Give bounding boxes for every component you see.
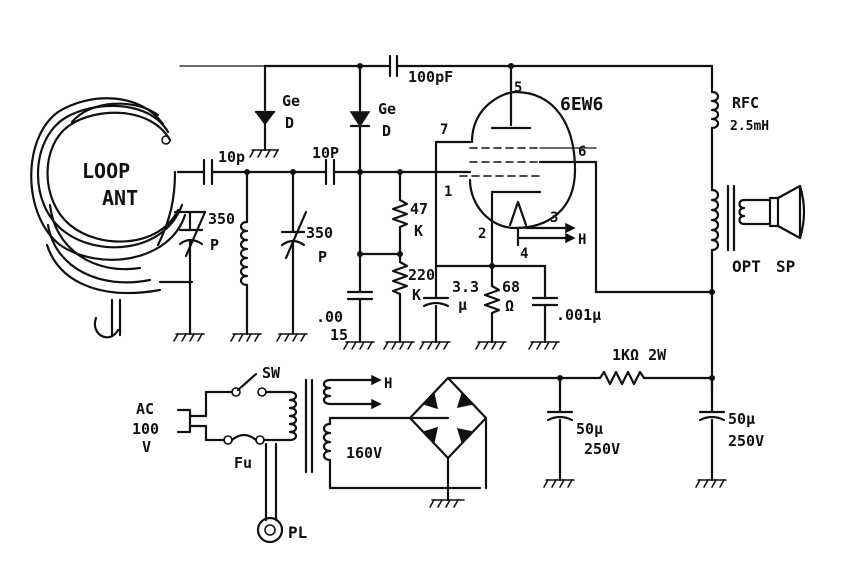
germanium-diode-1 bbox=[249, 64, 279, 158]
variable-capacitor-350p-1 bbox=[158, 210, 207, 342]
ac-label-c: V bbox=[142, 438, 151, 456]
rfc-label-a: RFC bbox=[732, 94, 759, 112]
rfc-label-b: 2.5mH bbox=[730, 119, 769, 134]
heater-h1-label: H bbox=[578, 232, 586, 248]
r-220k-label-b: K bbox=[412, 286, 421, 304]
pin7-label: 7 bbox=[440, 122, 448, 138]
pin2-label: 2 bbox=[478, 226, 486, 242]
capacitor-10p-2 bbox=[324, 158, 336, 186]
c-50u-1-label-b: 250V bbox=[584, 440, 620, 458]
output-transformer bbox=[710, 184, 772, 252]
resistor-47k bbox=[391, 170, 409, 264]
pin1-label: 1 bbox=[444, 184, 452, 200]
c-33u-label-a: 3.3 bbox=[452, 278, 479, 296]
capacitor-50u-1 bbox=[543, 376, 575, 488]
r-68-label-b: Ω bbox=[505, 297, 514, 315]
ac-label-b: 100 bbox=[132, 420, 159, 438]
rfc-choke bbox=[710, 90, 720, 130]
loop-ant-label-1: LOOP bbox=[82, 159, 130, 183]
capacitor-3-3u bbox=[419, 296, 451, 350]
speaker bbox=[768, 184, 806, 240]
bridge-rectifier bbox=[408, 376, 562, 508]
variable-capacitor-350p-2 bbox=[276, 170, 308, 342]
r-47k-label-a: 47 bbox=[410, 200, 428, 218]
c-100pf-label: 100pF bbox=[408, 68, 453, 86]
capacitor-001u bbox=[528, 296, 560, 350]
pilot-lamp bbox=[256, 516, 284, 544]
tube-label: 6EW6 bbox=[560, 94, 603, 115]
heater-h2-label: H bbox=[384, 376, 392, 392]
resistor-220k bbox=[383, 260, 415, 350]
power-transformer bbox=[264, 374, 482, 522]
sw-label: SW bbox=[262, 364, 281, 382]
c-350p-2-label-b: P bbox=[318, 248, 327, 266]
c-10p-label-b: 10P bbox=[312, 144, 339, 162]
c-10p-label-a: 10p bbox=[218, 148, 245, 166]
tuning-coil bbox=[230, 170, 262, 342]
ge-d2-label-a: Ge bbox=[378, 100, 396, 118]
c-350p-1-label-b: P bbox=[210, 236, 219, 254]
r-68-label-a: 68 bbox=[502, 278, 520, 296]
resistor-1k-2w bbox=[598, 370, 714, 386]
opt-label: OPT bbox=[732, 257, 761, 276]
vacuum-tube-6ew6 bbox=[434, 64, 598, 300]
r-220k-label-a: 220 bbox=[408, 266, 435, 284]
ge-d1-label-b: D bbox=[285, 114, 294, 132]
c-00015-label-a: .00 bbox=[316, 308, 343, 326]
v160-label: 160V bbox=[346, 444, 382, 462]
c-50u-2-label-b: 250V bbox=[728, 432, 764, 450]
ge-d2-label-b: D bbox=[382, 122, 391, 140]
pin4-label: 4 bbox=[520, 246, 528, 262]
capacitor-50u-2 bbox=[695, 376, 727, 488]
fu-label: Fu bbox=[234, 454, 252, 472]
c-50u-2-label-a: 50μ bbox=[728, 410, 755, 428]
pl-label: PL bbox=[288, 523, 307, 542]
resistor-68-ohm bbox=[475, 264, 507, 350]
c-50u-1-label-a: 50μ bbox=[576, 420, 603, 438]
ge-d1-label-a: Ge bbox=[282, 92, 300, 110]
r-47k-label-b: K bbox=[414, 222, 423, 240]
power-switch bbox=[231, 372, 292, 397]
pin5-label: 5 bbox=[514, 80, 522, 96]
loop-ant-label-2: ANT bbox=[102, 186, 138, 210]
c-350p-1-label-a: 350 bbox=[208, 210, 235, 228]
c-001u-label: .001μ bbox=[556, 306, 601, 324]
fuse bbox=[223, 433, 292, 445]
sp-label: SP bbox=[776, 257, 795, 276]
capacitor-10p-1 bbox=[202, 158, 214, 186]
capacitor-00015 bbox=[343, 290, 375, 350]
c-00015-label-b: 15 bbox=[330, 326, 348, 344]
c-350p-2-label-a: 350 bbox=[306, 224, 333, 242]
pin3-label: 3 bbox=[550, 210, 558, 226]
r-1k-label: 1KΩ 2W bbox=[612, 346, 667, 364]
loop-antenna bbox=[30, 97, 187, 339]
germanium-diode-2 bbox=[349, 64, 371, 294]
c-33u-label-b: μ bbox=[458, 296, 467, 314]
ac-label-a: AC bbox=[136, 400, 154, 418]
pin6-label: 6 bbox=[578, 144, 586, 160]
ac-plug bbox=[176, 390, 234, 442]
